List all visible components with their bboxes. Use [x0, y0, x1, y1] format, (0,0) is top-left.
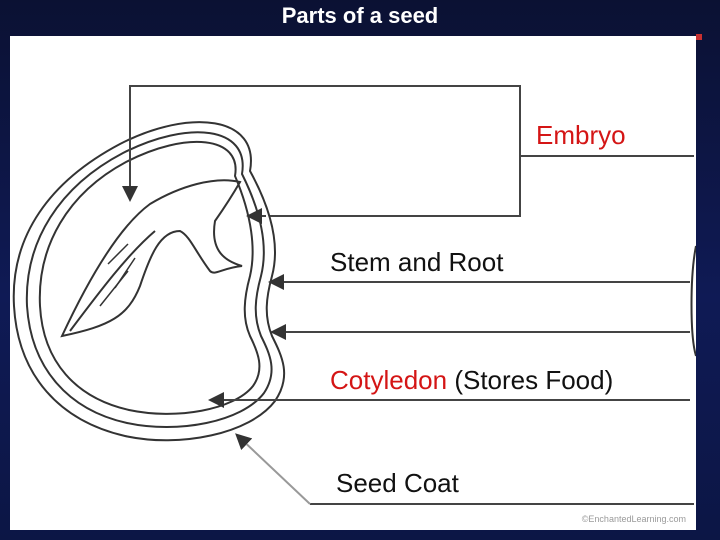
seed-coat-outline [12, 121, 286, 442]
slide-title: Parts of a seed [281, 3, 439, 28]
label-seed-coat: Seed Coat [336, 468, 459, 498]
label-stem-root: Stem and Root [330, 247, 504, 277]
embryo-shape [60, 179, 243, 338]
credit-text: ©EnchantedLearning.com [581, 514, 686, 524]
seed-diagram [12, 85, 696, 505]
label-embryo: Embryo [536, 120, 626, 150]
label-cotyledon: Cotyledon (Stores Food) [330, 365, 613, 396]
diagram-panel: Embryo Stem and Root Cotyledon (Stores F… [10, 36, 696, 530]
label-cotyledon-note: (Stores Food) [454, 365, 614, 395]
embryo-bracket [129, 85, 521, 217]
edge-brace [690, 245, 696, 357]
edge-marker [696, 34, 702, 40]
label-cotyledon-name: Cotyledon [330, 365, 448, 395]
